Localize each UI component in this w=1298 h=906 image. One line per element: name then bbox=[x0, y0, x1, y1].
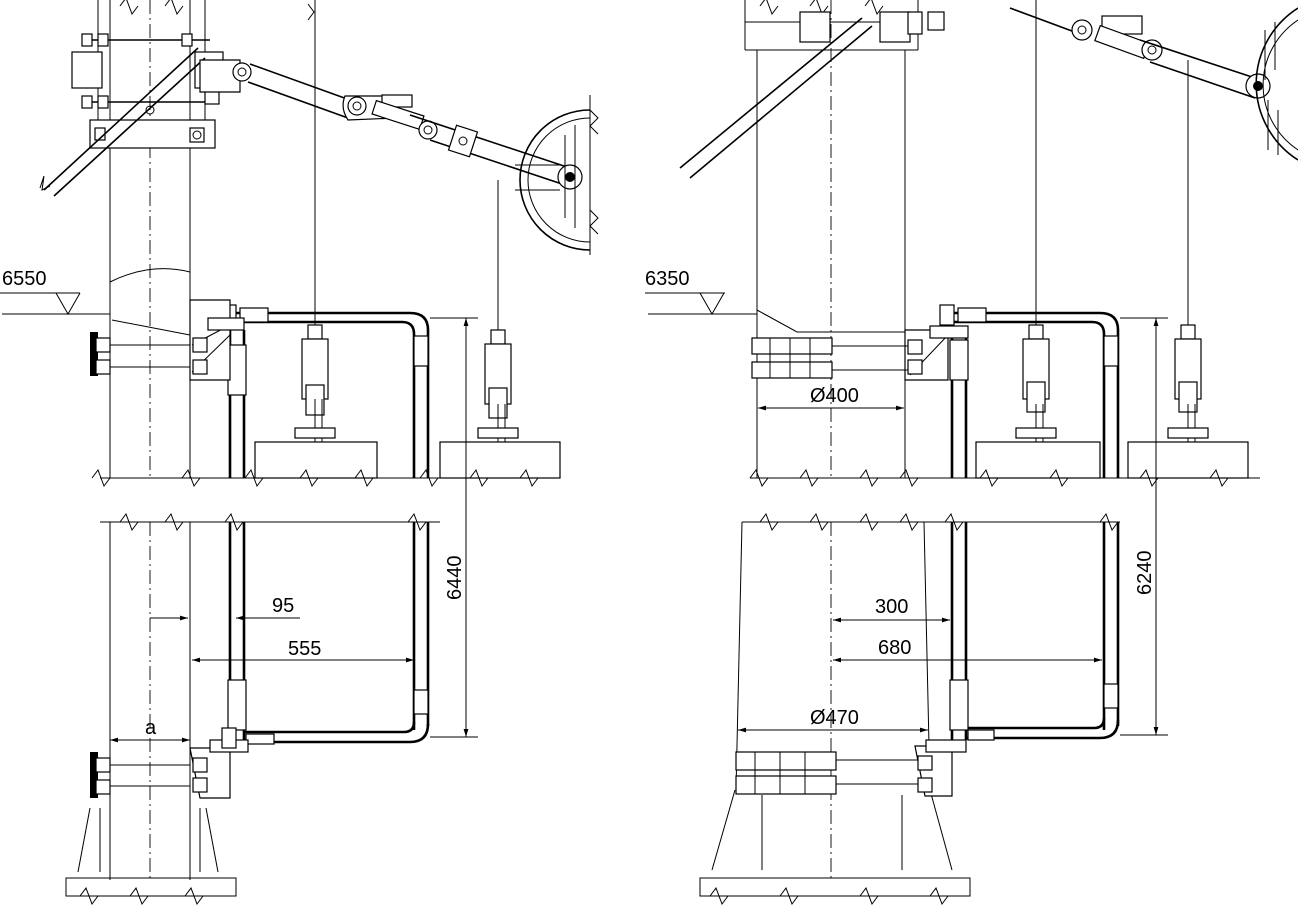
right-sensor-1 bbox=[975, 324, 1101, 479]
right-pole-lower bbox=[699, 521, 971, 906]
right-bottom-diameter-value: Ø470 bbox=[810, 707, 859, 729]
right-tube-frame-lower bbox=[914, 522, 1120, 797]
left-tube-frame-lower bbox=[90, 522, 430, 799]
left-sensor-2 bbox=[439, 329, 561, 479]
left-lever-arm bbox=[199, 59, 583, 190]
right-tube-frame bbox=[751, 304, 1120, 478]
left-pole-lower bbox=[65, 522, 237, 906]
right-height-value: 6240 bbox=[1134, 551, 1156, 596]
right-sensor-2 bbox=[1127, 324, 1249, 479]
left-elevation-mark: 6550 bbox=[0, 268, 110, 316]
right-elevation-value: 6350 bbox=[645, 268, 690, 290]
left-height-value: 6440 bbox=[444, 556, 466, 601]
left-offset-dimensions: 95 555 a bbox=[110, 595, 414, 743]
right-lever-arm bbox=[1009, 0, 1298, 330]
left-view: 6550 6440 95 555 a bbox=[0, 0, 599, 906]
right-diameter-dimensions: Ø400 Ø470 bbox=[738, 385, 928, 733]
left-top-clamp bbox=[39, 33, 224, 197]
left-radius-label: a bbox=[145, 717, 157, 739]
right-view: 6350 6240 Ø400 Ø470 300 680 bbox=[645, 0, 1298, 906]
left-wheel bbox=[497, 95, 599, 330]
left-outer-offset-value: 555 bbox=[288, 638, 321, 660]
right-top-diameter-value: Ø400 bbox=[810, 385, 859, 407]
right-offset-dimensions: 300 680 bbox=[833, 596, 1102, 663]
left-pole-upper bbox=[91, 0, 206, 488]
left-height-dimension: 6440 bbox=[430, 317, 478, 738]
right-outer-offset-value: 680 bbox=[878, 637, 911, 659]
left-tube-frame bbox=[90, 299, 430, 478]
left-sensor-1 bbox=[254, 324, 378, 479]
left-elevation-value: 6550 bbox=[2, 268, 47, 290]
right-elevation-mark: 6350 bbox=[645, 268, 757, 316]
right-inner-offset-value: 300 bbox=[875, 596, 908, 618]
left-inner-offset-value: 95 bbox=[272, 595, 294, 617]
right-height-dimension: 6240 bbox=[1120, 317, 1168, 736]
right-pole-upper bbox=[679, 0, 945, 488]
